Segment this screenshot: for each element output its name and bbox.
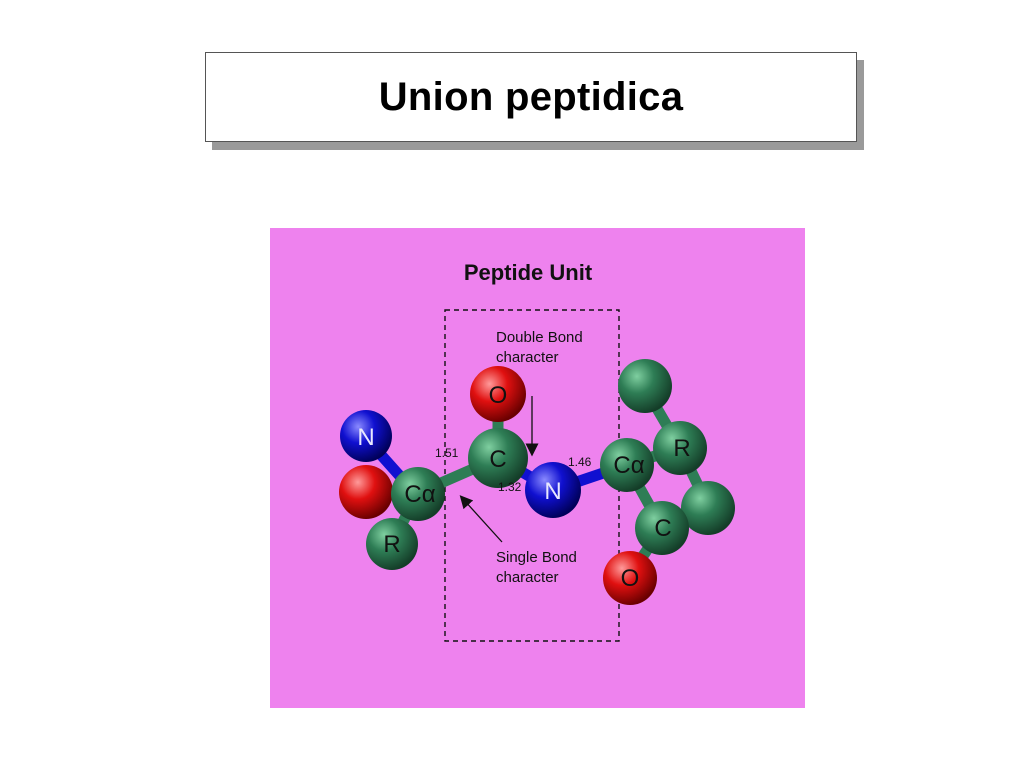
label-carbonyl-o: O <box>489 382 508 409</box>
atom-left-calpha <box>391 467 445 521</box>
atom-amide-n <box>525 462 581 518</box>
bond-length-calpha-c: 1.51 <box>435 446 459 460</box>
atom-left-r <box>366 518 418 570</box>
single-bond-label-line2: character <box>496 569 559 586</box>
label-left-r: R <box>383 531 400 558</box>
bond-length-c-n: 1.32 <box>498 480 522 494</box>
single-bond-arrow <box>459 495 503 543</box>
title-box: Union peptidica <box>205 52 857 142</box>
label-right-calpha: Cα <box>613 452 644 479</box>
atom-right-o <box>603 551 657 605</box>
atom-right-ring-carbon <box>681 481 735 535</box>
label-carbonyl-c: C <box>489 446 506 473</box>
label-left-calpha: Cα <box>404 481 435 508</box>
single-bond-label-line1: Single Bond <box>496 549 577 566</box>
atom-left-n <box>340 410 392 462</box>
label-left-n: N <box>357 424 374 451</box>
label-amide-n: N <box>544 478 561 505</box>
atom-carbonyl-o <box>470 366 526 422</box>
atoms <box>339 359 735 605</box>
atom-right-top-carbon <box>618 359 672 413</box>
label-right-c: C <box>654 515 671 542</box>
atom-right-r <box>653 421 707 475</box>
figure-title: Peptide Unit <box>464 260 593 285</box>
atom-right-calpha <box>600 438 654 492</box>
label-right-r: R <box>673 435 690 462</box>
atom-labels: N Cα R O C N Cα R C O <box>357 382 690 592</box>
atom-left-oxygen <box>339 465 393 519</box>
double-bond-label-line2: character <box>496 349 559 366</box>
double-bond-label-line1: Double Bond <box>496 329 583 346</box>
label-right-o: O <box>621 565 640 592</box>
slide-title: Union peptidica <box>378 74 684 119</box>
peptide-unit-svg: Peptide Unit <box>270 228 805 708</box>
atom-right-c <box>635 501 689 555</box>
peptide-unit-figure: Peptide Unit <box>270 228 805 708</box>
bond-length-n-calpha: 1.46 <box>568 455 592 469</box>
atom-carbonyl-c <box>468 428 528 488</box>
